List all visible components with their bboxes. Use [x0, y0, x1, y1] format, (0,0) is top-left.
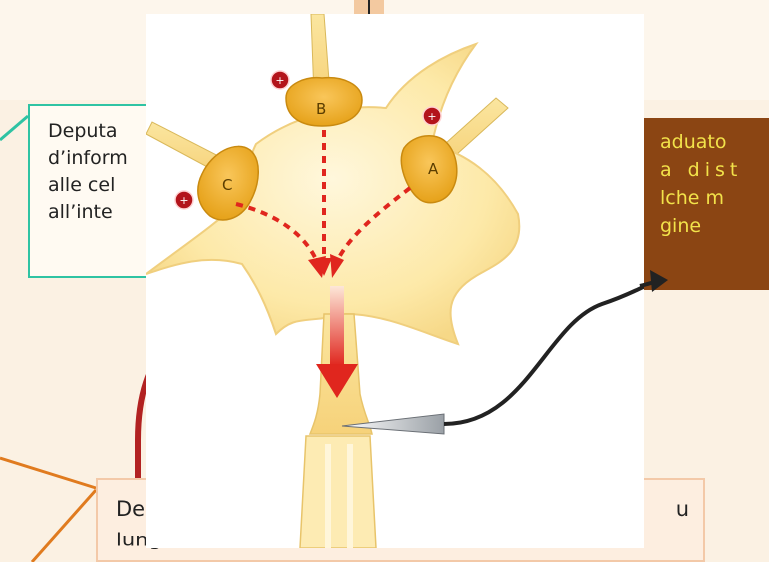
right-box-line-2: a dist: [660, 156, 769, 184]
electrode-wire: [444, 284, 644, 424]
neuron-diagram: B A C + + +: [146, 14, 644, 548]
teal-connector: [0, 116, 28, 140]
excitatory-marker-left: +: [175, 191, 193, 209]
bottom-box-line-1-tail: u: [676, 492, 689, 526]
label-b: B: [316, 100, 326, 118]
label-c: C: [222, 176, 232, 194]
right-box-line-1: aduato: [660, 128, 769, 156]
excitatory-marker-top: +: [271, 71, 289, 89]
label-a: A: [428, 160, 439, 178]
neuron-diagram-panel: B A C + + +: [146, 14, 644, 548]
right-box-line-4: gine: [660, 212, 769, 240]
orange-connector-lower: [32, 490, 96, 562]
excitatory-marker-right: +: [423, 107, 441, 125]
svg-text:+: +: [275, 74, 284, 87]
orange-connector-upper: [0, 458, 96, 488]
summation-arrow-shaft: [330, 286, 344, 366]
svg-text:+: +: [179, 194, 188, 207]
right-box-line-3: lche m: [660, 184, 769, 212]
svg-text:+: +: [427, 110, 436, 123]
axon-terminal: [300, 436, 376, 548]
